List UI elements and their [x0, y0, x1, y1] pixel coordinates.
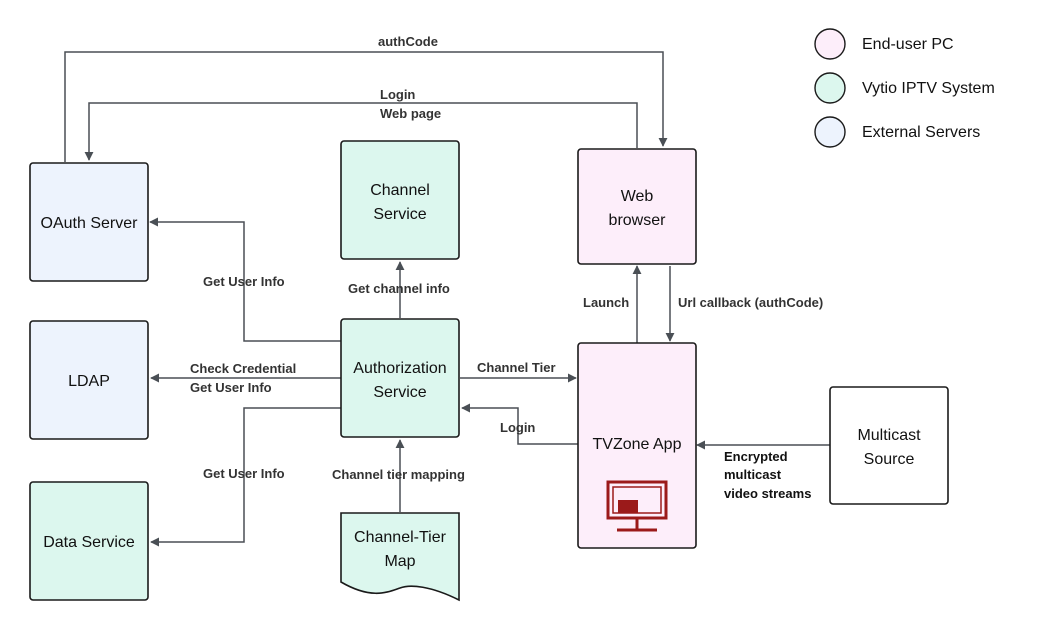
channel-tier-map-shape: [340, 512, 460, 602]
edge-label-login-app: Login: [500, 420, 535, 435]
web-browser-label-line1: Web: [621, 188, 654, 205]
legend-swatch-external-servers: [814, 116, 846, 148]
data-service-box: [29, 481, 149, 601]
edge-channel-tier: Channel Tier: [460, 360, 577, 383]
legend-label-vytio-iptv: Vytio IPTV System: [862, 80, 995, 97]
node-oauth-server: OAuth Server: [29, 162, 149, 282]
edge-login-web-page: Login Web page: [84, 87, 638, 161]
edge-label-get-channel-info: Get channel info: [348, 281, 450, 296]
legend: End-user PC Vytio IPTV System External S…: [814, 28, 995, 148]
edge-launch: Launch: [583, 265, 642, 343]
multicast-source-label-line1: Multicast: [857, 427, 921, 444]
authorization-service-label-line1: Authorization: [353, 360, 446, 377]
edge-label-encrypted: Encrypted: [724, 449, 788, 464]
authorization-service-box: [340, 318, 460, 438]
edge-encrypted-streams: Encrypted multicast video streams: [696, 440, 830, 501]
edge-label-web-page: Web page: [380, 106, 441, 121]
legend-swatch-vytio-iptv: [814, 72, 846, 104]
channel-tier-map-label-line2: Map: [384, 553, 415, 570]
legend-label-external-servers: External Servers: [862, 124, 980, 141]
edge-label-url-callback: Url callback (authCode): [678, 295, 823, 310]
data-service-label: Data Service: [43, 534, 135, 551]
edge-label-get-user-info-ldap: Get User Info: [190, 380, 272, 395]
edge-login-app: Login: [461, 403, 578, 445]
edge-label-channel-tier: Channel Tier: [477, 360, 556, 375]
node-web-browser: Web browser: [577, 148, 697, 265]
edge-authcode: authCode: [64, 34, 668, 162]
oauth-server-label: OAuth Server: [41, 215, 139, 232]
edge-get-channel-info: Get channel info: [348, 261, 450, 318]
web-browser-box: [577, 148, 697, 265]
legend-item-vytio-iptv: Vytio IPTV System: [814, 72, 995, 104]
node-channel-tier-map: Channel-Tier Map: [340, 512, 460, 602]
edge-label-multicast: multicast: [724, 467, 782, 482]
authorization-service-label-line2: Service: [373, 384, 426, 401]
legend-swatch-end-user-pc: [814, 28, 846, 60]
ldap-box: [29, 320, 149, 440]
channel-service-label-line2: Service: [373, 206, 426, 223]
node-channel-service: Channel Service: [340, 140, 460, 260]
channel-tier-map-label-line1: Channel-Tier: [354, 529, 447, 546]
node-authorization-service: Authorization Service: [340, 318, 460, 438]
tv-monitor-icon: [606, 480, 668, 532]
edge-label-get-user-info-data: Get User Info: [203, 466, 285, 481]
node-data-service: Data Service: [29, 481, 149, 601]
node-ldap: LDAP: [29, 320, 149, 440]
web-browser-label-line2: browser: [609, 212, 667, 229]
edge-url-callback: Url callback (authCode): [665, 266, 823, 342]
oauth-server-box: [29, 162, 149, 282]
node-multicast-source: Multicast Source: [829, 386, 949, 505]
tvzone-app-label: TVZone App: [593, 436, 682, 453]
edge-check-credential: Check Credential Get User Info: [150, 361, 341, 395]
ldap-label: LDAP: [68, 373, 110, 390]
edge-label-get-user-info-oauth: Get User Info: [203, 274, 285, 289]
channel-service-box: [340, 140, 460, 260]
edge-get-user-info-data: Get User Info: [150, 407, 341, 547]
edge-label-login: Login: [380, 87, 415, 102]
edge-label-authcode: authCode: [378, 34, 438, 49]
multicast-source-label-line2: Source: [864, 451, 915, 468]
edge-label-launch: Launch: [583, 295, 629, 310]
multicast-source-box: [829, 386, 949, 505]
legend-item-external-servers: External Servers: [814, 116, 980, 148]
legend-item-end-user-pc: End-user PC: [814, 28, 954, 60]
edge-label-channel-tier-mapping: Channel tier mapping: [332, 467, 465, 482]
edge-label-video-streams: video streams: [724, 486, 811, 501]
edge-label-check-credential: Check Credential: [190, 361, 296, 376]
edge-get-user-info-oauth: Get User Info: [149, 217, 341, 342]
legend-label-end-user-pc: End-user PC: [862, 36, 954, 53]
channel-service-label-line1: Channel: [370, 182, 430, 199]
node-tvzone-app: TVZone App: [577, 342, 697, 549]
edge-channel-tier-mapping: Channel tier mapping: [332, 439, 465, 512]
